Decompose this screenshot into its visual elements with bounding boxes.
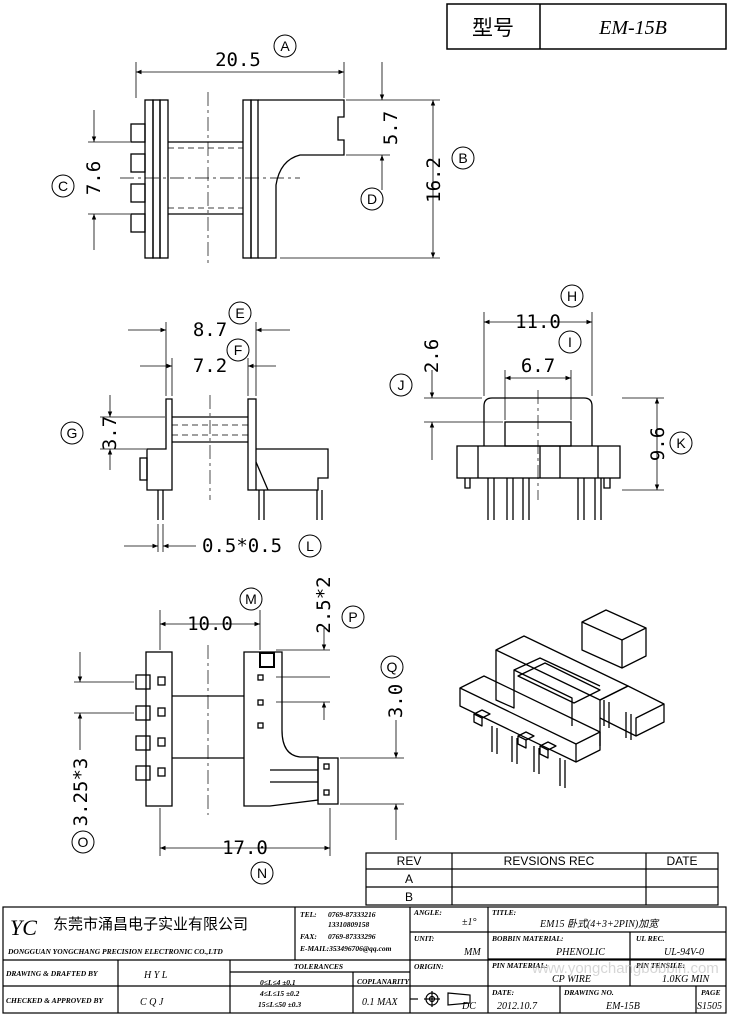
bottom-view (135, 645, 339, 815)
watermark: www.yongchangbobbin.com (531, 960, 719, 977)
isometric-view (459, 609, 665, 788)
fax-label: FAX: (300, 932, 317, 941)
rev-header-rev: REV (397, 854, 422, 868)
bubble-o: O (78, 834, 89, 850)
company-name-cn: 东莞市涌昌电子实业有限公司 (53, 915, 248, 933)
drawn-by-label: DRAWING & DRAFTED BY (5, 969, 99, 978)
side-view (139, 395, 329, 520)
top-view-dimensions (88, 62, 440, 259)
bubble-a: A (280, 38, 290, 54)
coplanarity-value: 0.1 MAX (362, 997, 398, 1008)
front-view-dimensions (424, 312, 664, 491)
dim-total-height: 16.2 (423, 157, 445, 203)
callout-bubbles (51, 34, 693, 885)
company-logo: YC (10, 915, 37, 940)
model-value: EM-15B (598, 17, 667, 39)
dim-side-overall: 8.7 (193, 319, 227, 341)
coplanarity-label: COPLANARITY (357, 977, 411, 986)
origin-label: ORIGIN: (414, 962, 444, 971)
pin-tensile-label: PIN TENSILE: (636, 961, 685, 970)
bubble-p: P (348, 609, 357, 625)
bubble-q: Q (387, 659, 398, 675)
tolerance-3: 15≤L≤50 ±0.3 (258, 1000, 301, 1009)
dim-front-top: 2.6 (421, 339, 443, 373)
rev-row-a: A (405, 872, 413, 886)
unit-label: UNIT: (414, 934, 434, 943)
pin-material-label: PIN MATERIAL: (492, 961, 548, 970)
dim-front-height: 9.6 (647, 427, 669, 461)
dim-bottom-right-pitch: 2.5*2 (313, 576, 335, 633)
bubble-g: G (67, 425, 78, 441)
bubble-m: M (245, 591, 257, 607)
rev-header-date: DATE (666, 854, 697, 868)
title-block-grid (2, 906, 727, 1014)
tolerances-label: TOLERANCES (294, 962, 343, 971)
unit-value: MM (463, 947, 481, 958)
dim-front-overall: 11.0 (515, 311, 561, 333)
dim-bottom-total: 17.0 (222, 837, 268, 859)
bubble-h: H (567, 288, 577, 304)
bubble-k: K (676, 435, 686, 451)
bobbin-material-value: PHENOLIC (555, 947, 605, 958)
top-view (120, 92, 345, 265)
callout-letters: A B C D E F G H I J K L M N O P Q (58, 38, 686, 881)
email: E-MAIL:353496706@qq.com (299, 944, 392, 953)
pin-tensile-value: 1.0KG MIN (662, 974, 711, 985)
checked-by-label: CHECKED & APPROVED BY (6, 996, 104, 1005)
bubble-i: I (568, 334, 572, 350)
page-label: PAGE (701, 988, 720, 997)
pin-material-value: CP WIRE (552, 974, 591, 985)
rev-row-b: B (405, 890, 413, 904)
angle-label: ANGLE: (413, 908, 442, 917)
dim-bottom-q: 3.0 (385, 684, 407, 718)
bobbin-material-label: BOBBIN MATERIAL: (491, 934, 563, 943)
front-view (456, 390, 621, 520)
drawing-no-value: EM-15B (605, 1001, 640, 1012)
bubble-f: F (234, 342, 243, 358)
side-view-dimensions (100, 322, 290, 552)
model-header: 型号 EM-15B (446, 3, 727, 50)
drawing-no-label: DRAWING NO. (563, 988, 614, 997)
title-value: EM15 卧式(4+3+2PIN)加宽 (539, 918, 660, 930)
page-value: S1505 (697, 1001, 722, 1012)
tolerance-1: 0≤L≤4 ±0.1 (260, 978, 296, 987)
date-label: DATE: (491, 988, 514, 997)
company-name-en: DONGGUAN YONGCHANG PRECISION ELECTRONIC … (7, 947, 223, 956)
bubble-n: N (257, 865, 267, 881)
dim-top-width: 20.5 (215, 49, 261, 71)
bubble-j: J (398, 377, 405, 393)
dim-left-pitch-total: 7.6 (83, 161, 105, 195)
ul-rec-value: UL-94V-0 (664, 947, 704, 958)
model-label: 型号 (472, 16, 514, 40)
bubble-d: D (367, 191, 377, 207)
dim-bottom-left-w: 10.0 (187, 613, 233, 635)
drawn-by-value: H Y L (143, 970, 168, 981)
dim-pin-size: 0.5*0.5 (202, 535, 282, 557)
ul-rec-label: UL REC. (636, 934, 665, 943)
dim-front-inner: 6.7 (521, 355, 555, 377)
fax-number: 0769-87333296 (328, 932, 376, 941)
dim-top-right-height: 5.7 (380, 111, 402, 145)
origin-value: DC (461, 1001, 476, 1012)
dim-side-flange: 3.7 (99, 416, 121, 450)
bubble-e: E (235, 305, 244, 321)
checked-by-value: C Q J (140, 997, 164, 1008)
date-value: 2012.10.7 (497, 1001, 538, 1012)
bubble-c: C (58, 178, 68, 194)
revision-table (365, 852, 719, 906)
tolerance-2: 4≤L≤15 ±0.2 (259, 989, 300, 998)
bubble-b: B (458, 150, 467, 166)
tel-1: 0769-87333216 (328, 910, 376, 919)
rev-header-rec: REVSIONS REC (504, 854, 595, 868)
bottom-view-dimensions (74, 610, 404, 856)
angle-value: ±1° (462, 917, 477, 928)
tel-label: TEL: (300, 910, 317, 919)
bubble-l: L (306, 538, 314, 554)
tel-2: 13310809158 (328, 920, 370, 929)
title-label: TITLE: (492, 908, 516, 917)
dim-bottom-left-pitch: 3.25*3 (70, 758, 92, 827)
dim-side-inner: 7.2 (193, 355, 227, 377)
